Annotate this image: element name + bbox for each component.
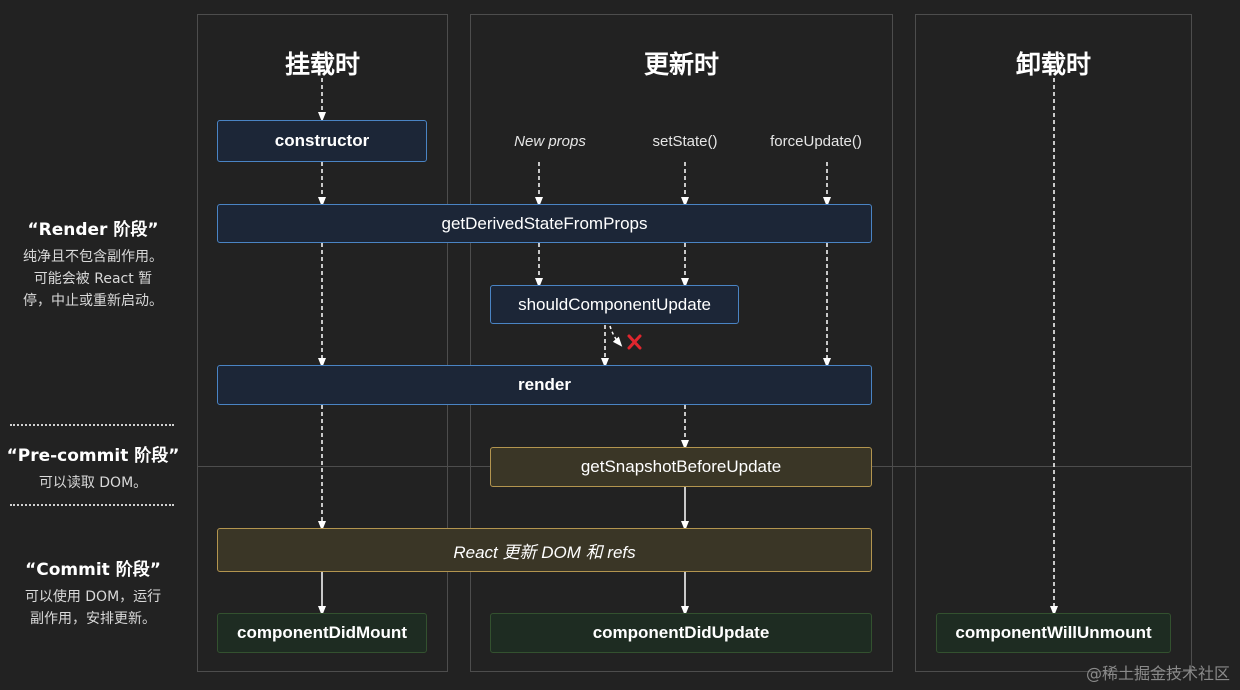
precommit-phase-label: “Pre-commit 阶段” 可以读取 DOM。 xyxy=(0,441,186,494)
did-mount-box: componentDidMount xyxy=(217,613,427,653)
render-phase-label: “Render 阶段” 纯净且不包含副作用。 可能会被 React 暂 停，中止… xyxy=(0,215,186,312)
render-phase-title: “Render 阶段” xyxy=(27,220,159,240)
set-state-trigger: setState() xyxy=(652,133,718,150)
get-derived-state-box: getDerivedStateFromProps xyxy=(217,204,872,243)
unmount-column: 卸载时 xyxy=(915,14,1192,672)
should-component-update-box: shouldComponentUpdate xyxy=(490,285,739,324)
cancel-x-icon xyxy=(627,334,642,350)
commit-phase-desc-line: 可以使用 DOM，运行 xyxy=(24,589,162,605)
render-phase-desc-line: 纯净且不包含副作用。 xyxy=(23,249,163,265)
react-update-dom-box: React 更新 DOM 和 refs xyxy=(217,528,872,572)
new-props-trigger: New props xyxy=(514,133,586,150)
arrow-scu-false xyxy=(609,325,623,347)
render-phase-desc-line: 可能会被 React 暂 xyxy=(33,271,153,287)
precommit-phase-desc: 可以读取 DOM。 xyxy=(0,472,186,494)
commit-phase-title: “Commit 阶段” xyxy=(25,560,161,580)
phase-separator xyxy=(10,504,174,506)
watermark: @稀土掘金技术社区 xyxy=(1085,664,1230,683)
commit-phase-label: “Commit 阶段” 可以使用 DOM，运行 副作用，安排更新。 xyxy=(0,555,186,630)
render-phase-desc: 纯净且不包含副作用。 可能会被 React 暂 停，中止或重新启动。 xyxy=(0,246,186,312)
precommit-phase-desc-line: 可以读取 DOM。 xyxy=(38,475,148,491)
commit-phase-desc: 可以使用 DOM，运行 副作用，安排更新。 xyxy=(0,586,186,630)
mount-column: 挂载时 xyxy=(197,14,448,672)
did-update-box: componentDidUpdate xyxy=(490,613,872,653)
mount-column-title: 挂载时 xyxy=(284,50,360,79)
get-snapshot-box: getSnapshotBeforeUpdate xyxy=(490,447,872,487)
precommit-phase-title: “Pre-commit 阶段” xyxy=(6,446,180,466)
render-phase-desc-line: 停，中止或重新启动。 xyxy=(23,293,163,309)
constructor-box: constructor xyxy=(217,120,427,162)
update-column-title: 更新时 xyxy=(643,50,719,79)
update-column: 更新时 xyxy=(470,14,893,672)
will-unmount-box: componentWillUnmount xyxy=(936,613,1171,653)
force-update-trigger: forceUpdate() xyxy=(770,133,862,150)
unmount-column-title: 卸载时 xyxy=(1015,50,1091,79)
commit-phase-desc-line: 副作用，安排更新。 xyxy=(30,611,156,627)
render-box: render xyxy=(217,365,872,405)
phase-separator xyxy=(10,424,174,426)
